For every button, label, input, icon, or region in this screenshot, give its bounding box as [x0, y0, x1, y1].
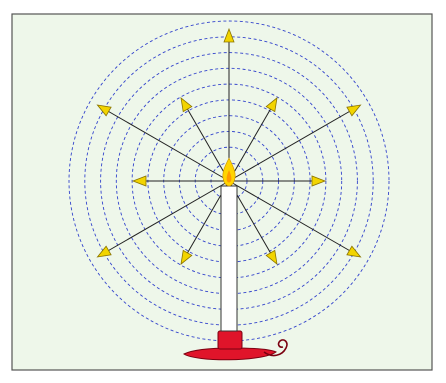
candle-body	[221, 186, 237, 331]
candle-holder-cup	[218, 331, 242, 349]
